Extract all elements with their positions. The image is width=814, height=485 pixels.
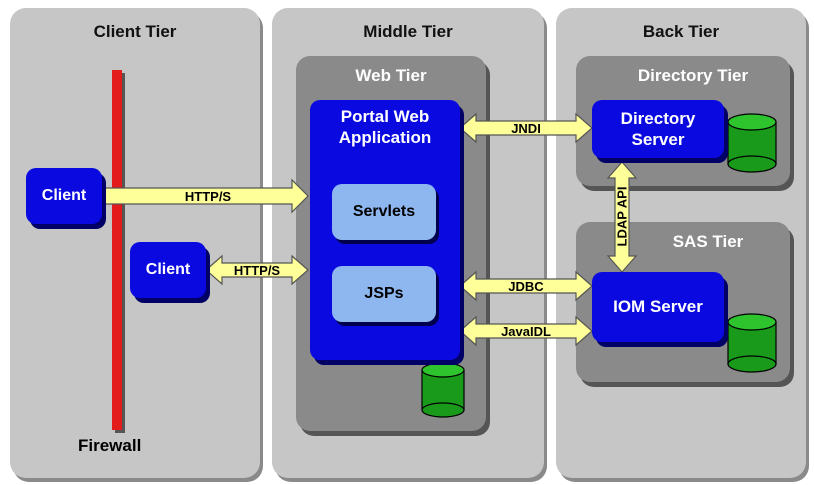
client-node-1-label: Client (41, 187, 87, 204)
http-label-1: HTTP/S (184, 189, 232, 204)
portal-label-line1: Portal Web (340, 107, 430, 126)
jsps-label: JSPs (364, 285, 404, 302)
web-database-icon (421, 362, 465, 418)
servlets-component[interactable]: Servlets (332, 184, 436, 240)
directory-server-node[interactable]: Directory Server (592, 100, 724, 158)
middle-tier-title: Middle Tier (363, 22, 453, 41)
client-node-2[interactable]: Client (130, 242, 206, 298)
client-tier-title: Client Tier (93, 22, 177, 41)
sas-database-icon (727, 313, 777, 373)
ldap-label: LDAP API (614, 186, 630, 247)
http-arrow-1 (87, 178, 309, 214)
directory-label-line1: Directory (620, 108, 696, 128)
jdbc-label: JDBC (508, 279, 544, 294)
directory-label-line2: Server (631, 130, 685, 149)
http-label-2: HTTP/S (233, 263, 281, 278)
back-tier-title: Back Tier (642, 22, 720, 41)
client-node-2-label: Client (145, 261, 191, 278)
jsps-component[interactable]: JSPs (332, 266, 436, 322)
iom-server-node[interactable]: IOM Server (592, 272, 724, 342)
directory-tier-title: Directory Tier (637, 66, 749, 85)
web-tier-title: Web Tier (355, 66, 427, 85)
firewall-label: Firewall (78, 436, 142, 455)
http-arrow-2 (205, 254, 309, 286)
directory-database-icon (727, 113, 777, 173)
client-node-1[interactable]: Client (26, 168, 102, 224)
iom-server-label: IOM Server (613, 297, 703, 317)
servlets-label: Servlets (352, 203, 416, 220)
jndi-label: JNDI (511, 121, 541, 136)
firewall-bar (112, 70, 122, 430)
javaidl-label: JavaIDL (501, 324, 551, 339)
sas-tier-title: SAS Tier (672, 232, 744, 251)
portal-label-line2: Application (338, 128, 432, 148)
